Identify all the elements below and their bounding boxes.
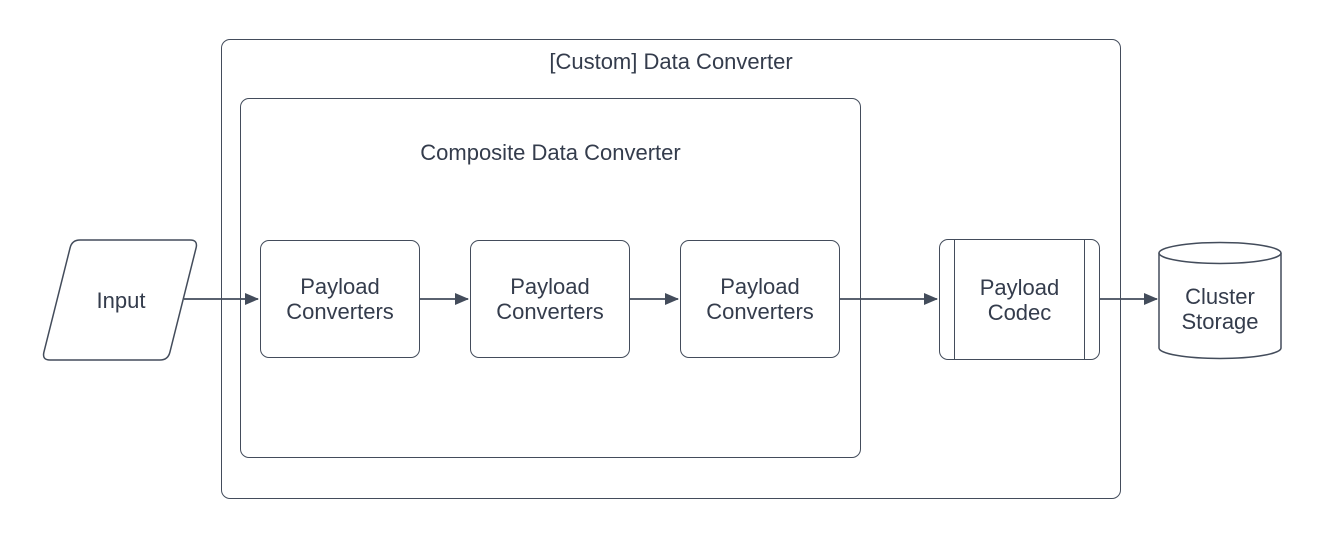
custom-data-converter-title: [Custom] Data Converter	[549, 49, 793, 74]
input-parallelogram-shape	[42, 239, 198, 361]
payload-codec-node: Payload Codec	[939, 239, 1100, 360]
codec-right-divider	[1084, 240, 1085, 359]
composite-data-converter-container: Composite Data Converter	[240, 98, 861, 458]
payload-converter-3-node: Payload Converters	[680, 240, 840, 358]
payload-codec-label: Payload Codec	[979, 274, 1060, 325]
payload-converter-2-label: Payload Converters	[496, 274, 604, 324]
payload-converter-1-node: Payload Converters	[260, 240, 420, 358]
payload-converter-2-node: Payload Converters	[470, 240, 630, 358]
payload-converter-3-label: Payload Converters	[706, 274, 814, 324]
custom-data-converter-container: [Custom] Data Converter	[221, 39, 1121, 499]
composite-data-converter-title: Composite Data Converter	[420, 140, 681, 165]
codec-left-divider	[954, 240, 955, 359]
cluster-storage-cylinder-top	[1158, 241, 1282, 265]
cluster-storage-cylinder-body	[1158, 253, 1282, 360]
payload-converter-1-label: Payload Converters	[286, 274, 394, 324]
